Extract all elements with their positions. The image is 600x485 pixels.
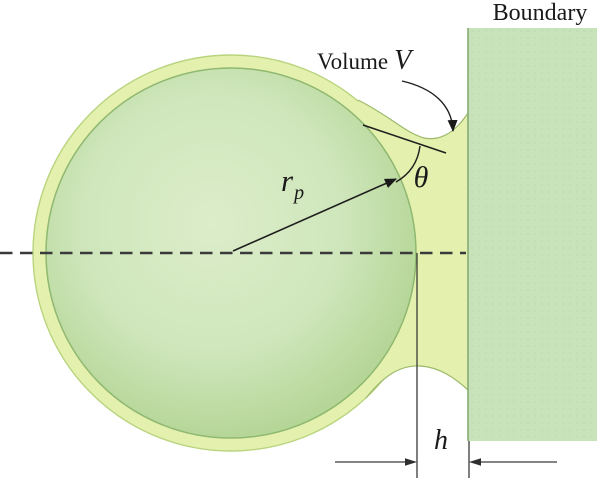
boundary-label: Boundary <box>493 0 588 26</box>
boundary-wall <box>467 28 597 441</box>
contact-angle-label: θ <box>414 161 429 194</box>
dimension-arrow-left-icon <box>469 458 481 466</box>
radius-arrow <box>232 178 397 252</box>
dimension-arrow-right-icon <box>405 458 417 466</box>
volume-leader-arrow <box>401 80 458 132</box>
boundary-wall-texture <box>468 28 597 441</box>
meniscus-lower-surface <box>365 365 469 399</box>
contact-angle-arc <box>395 145 421 183</box>
gap-dimension: h <box>335 253 557 478</box>
radius-label: rp <box>281 163 304 204</box>
gap-label: h <box>434 425 448 456</box>
tangent-line <box>362 124 447 154</box>
